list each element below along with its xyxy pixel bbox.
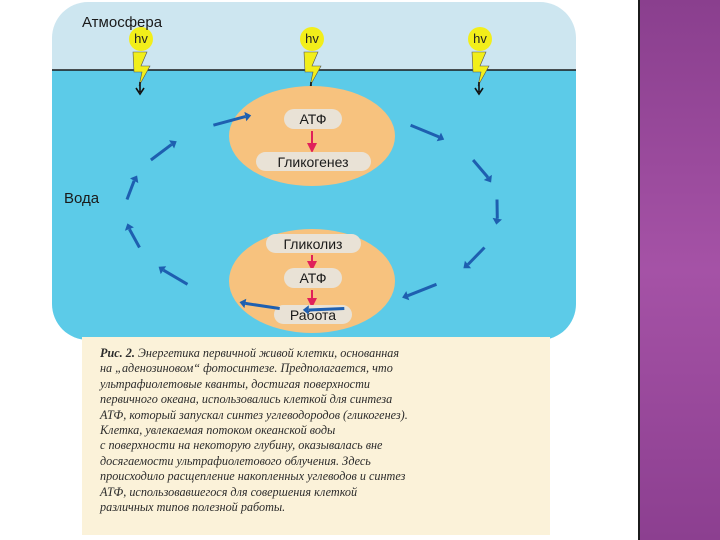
decorative-side-panel — [640, 0, 720, 540]
glycogenesis-label: Гликогенез — [277, 154, 348, 170]
hv-label: hv — [305, 31, 319, 46]
circulation-cycle — [124, 111, 502, 315]
work-label: Работа — [290, 307, 336, 323]
lightning-bolt-icon — [132, 51, 151, 87]
caption-body: Энергетика первичной живой клетки, основ… — [100, 346, 408, 515]
water-label: Вода — [64, 190, 100, 207]
uv-quantum-3: hv — [468, 27, 492, 96]
atmosphere-label: Атмосфера — [82, 14, 163, 31]
cycle-arrow-segment — [213, 115, 246, 127]
sun-icon — [129, 27, 153, 51]
lightning-bolt-icon — [471, 51, 490, 87]
hv-label: hv — [473, 31, 487, 46]
bottom-cell: Гликолиз АТФ Работа — [229, 229, 395, 333]
side-panel-divider — [638, 0, 640, 540]
figure-label: Рис. 2. — [100, 346, 135, 360]
sun-icon — [300, 27, 324, 51]
uv-quantum-1: hv — [129, 27, 153, 96]
cycle-arrowhead-icon — [130, 175, 139, 184]
atp-pill — [284, 109, 342, 129]
cycle-arrowhead-icon — [124, 223, 134, 231]
uv-quantum-2: hv — [300, 27, 324, 96]
cycle-arrow-segment — [128, 228, 141, 249]
cycle-arrowhead-icon — [436, 132, 445, 142]
top-cell: АТФ Гликогенез — [229, 86, 395, 186]
sun-icon — [468, 27, 492, 51]
cycle-arrow-segment — [125, 180, 136, 201]
uv-arrow — [474, 82, 484, 96]
atp-pill — [284, 268, 342, 288]
atp-label: АТФ — [300, 111, 327, 127]
figure-caption: Рис. 2. Энергетика первичной живой клетк… — [100, 346, 540, 515]
caption-box — [82, 337, 550, 535]
cycle-arrowhead-icon — [169, 140, 177, 149]
cycle-arrowhead-icon — [244, 111, 252, 122]
cycle-arrowhead-icon — [402, 291, 410, 301]
hv-label: hv — [134, 31, 148, 46]
cycle-arrow-segment — [410, 123, 440, 139]
cycle-arrow-segment — [407, 282, 438, 298]
cycle-arrowhead-icon — [302, 305, 309, 315]
cycle-arrowhead-icon — [158, 266, 167, 275]
cycle-arrow-segment — [149, 143, 173, 162]
cycle-arrowhead-icon — [463, 260, 472, 269]
cycle-arrow-segment — [308, 307, 345, 312]
cycle-arrow-segment — [466, 246, 486, 266]
cycle-arrowhead-icon — [239, 298, 247, 309]
lightning-bolt-icon — [303, 51, 322, 87]
glycogenesis-pill — [256, 152, 371, 171]
cycle-arrow-segment — [245, 301, 280, 310]
uv-arrow — [135, 82, 145, 96]
atp-label: АТФ — [300, 270, 327, 286]
glycolysis-pill — [266, 234, 361, 253]
cycle-arrowhead-icon — [483, 174, 492, 183]
glycolysis-label: Гликолиз — [284, 236, 343, 252]
cycle-arrow-segment — [471, 159, 490, 179]
cycle-arrowhead-icon — [492, 217, 502, 225]
cycle-arrow-segment — [162, 268, 189, 286]
